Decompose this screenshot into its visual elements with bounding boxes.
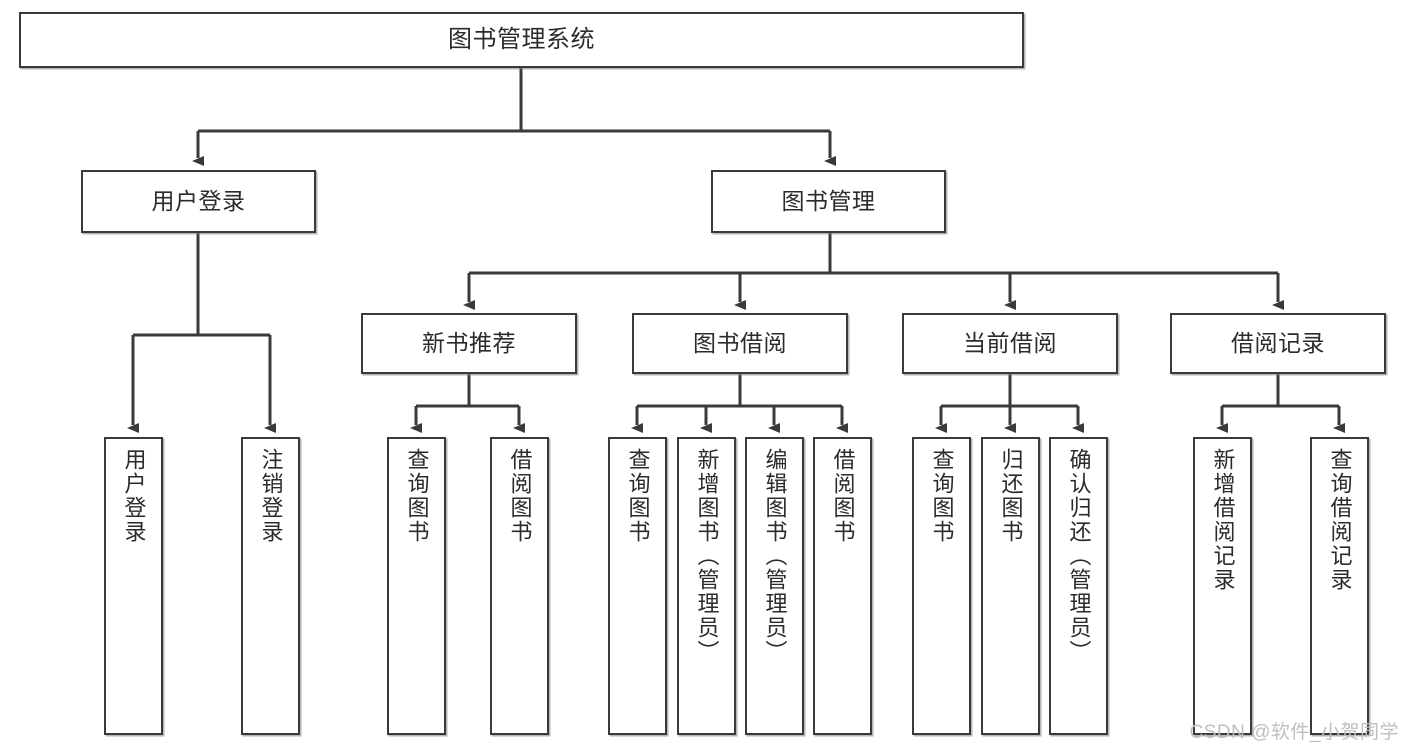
leaf-confirm-return-admin-label: 确认归还（管理员）: [1066, 448, 1092, 664]
node-current-borrow[interactable]: 当前借阅: [902, 313, 1118, 374]
leaf-query-books-recommend[interactable]: 查询图书: [387, 437, 446, 735]
node-book-management-label: 图书管理: [781, 187, 876, 214]
leaf-query-books-current[interactable]: 查询图书: [912, 437, 971, 735]
leaf-query-borrow-record[interactable]: 查询借阅记录: [1310, 437, 1369, 735]
leaf-query-books-borrow-label: 查询图书: [625, 448, 651, 544]
leaf-query-books-borrow[interactable]: 查询图书: [608, 437, 667, 735]
leaf-user-login-label: 用户登录: [121, 448, 147, 544]
node-new-book-recommendation[interactable]: 新书推荐: [361, 313, 577, 374]
leaf-confirm-return-admin[interactable]: 确认归还（管理员）: [1049, 437, 1108, 735]
leaf-logout[interactable]: 注销登录: [241, 437, 300, 735]
leaf-add-book-admin[interactable]: 新增图书（管理员）: [677, 437, 736, 735]
node-book-borrow-label: 图书借阅: [693, 329, 787, 356]
leaf-borrow-books-label: 借阅图书: [830, 448, 856, 544]
leaf-borrow-books-recommend[interactable]: 借阅图书: [490, 437, 549, 735]
leaf-add-book-admin-label: 新增图书（管理员）: [694, 448, 720, 664]
node-book-borrow[interactable]: 图书借阅: [632, 313, 848, 374]
node-borrow-record-label: 借阅记录: [1231, 329, 1325, 356]
leaf-query-borrow-record-label: 查询借阅记录: [1327, 448, 1353, 592]
leaf-logout-label: 注销登录: [258, 448, 284, 544]
leaf-add-borrow-record[interactable]: 新增借阅记录: [1193, 437, 1252, 735]
node-book-management[interactable]: 图书管理: [711, 170, 946, 233]
node-root-label: 图书管理系统: [448, 25, 595, 53]
node-user-login-label: 用户登录: [151, 187, 246, 214]
node-root[interactable]: 图书管理系统: [19, 12, 1024, 68]
leaf-return-books[interactable]: 归还图书: [981, 437, 1040, 735]
leaf-query-books-recommend-label: 查询图书: [404, 448, 430, 544]
leaf-return-books-label: 归还图书: [998, 448, 1024, 544]
leaf-query-books-current-label: 查询图书: [929, 448, 955, 544]
leaf-user-login[interactable]: 用户登录: [104, 437, 163, 735]
leaf-edit-book-admin[interactable]: 编辑图书（管理员）: [745, 437, 804, 735]
node-borrow-record[interactable]: 借阅记录: [1170, 313, 1386, 374]
node-user-login[interactable]: 用户登录: [81, 170, 316, 233]
leaf-borrow-books[interactable]: 借阅图书: [813, 437, 872, 735]
leaf-edit-book-admin-label: 编辑图书（管理员）: [762, 448, 788, 664]
leaf-add-borrow-record-label: 新增借阅记录: [1210, 448, 1236, 592]
node-new-book-recommendation-label: 新书推荐: [422, 329, 516, 356]
leaf-borrow-books-recommend-label: 借阅图书: [507, 448, 533, 544]
node-current-borrow-label: 当前借阅: [963, 329, 1057, 356]
